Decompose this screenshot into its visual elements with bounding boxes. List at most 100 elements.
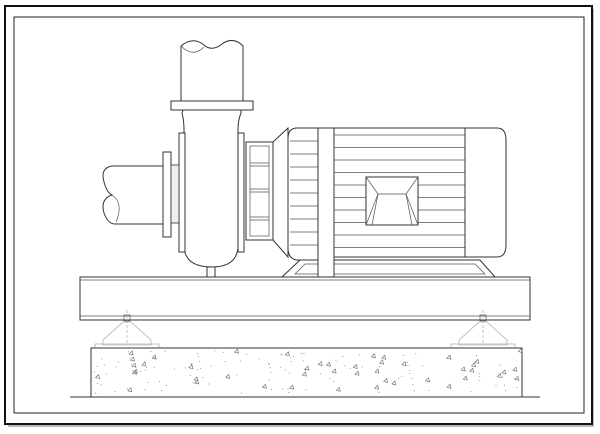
aggregate: [331, 368, 337, 374]
speck: [398, 377, 400, 379]
speck: [202, 376, 204, 378]
motor-front-fins: [290, 140, 318, 246]
speck: [210, 365, 212, 367]
aggregate: [301, 371, 307, 377]
aggregate: [424, 377, 430, 383]
speck: [401, 375, 403, 377]
speck: [268, 379, 270, 381]
aggregate: [193, 376, 199, 382]
speck: [165, 384, 167, 386]
aggregate: [317, 360, 323, 366]
volute-right-flange: [237, 132, 245, 253]
speck: [240, 360, 242, 362]
speck: [499, 364, 501, 366]
aggregate: [381, 354, 387, 360]
speck: [224, 360, 226, 362]
speck: [222, 351, 224, 353]
speck: [100, 384, 102, 386]
speck: [289, 372, 291, 374]
speck: [478, 380, 480, 382]
speck: [236, 374, 238, 376]
speck: [246, 353, 248, 355]
speck: [514, 377, 516, 379]
aggregate: [517, 348, 523, 354]
speck: [342, 356, 344, 358]
speck: [153, 366, 155, 368]
speck: [144, 369, 146, 371]
aggregate: [188, 364, 194, 370]
aggregate: [391, 380, 397, 386]
speck: [379, 365, 381, 367]
discharge-flange: [170, 100, 254, 111]
speck: [378, 391, 380, 393]
speck: [288, 392, 290, 394]
motor-adapter: [272, 126, 289, 259]
speck: [147, 381, 149, 383]
baseplate: [79, 276, 531, 321]
aggregate: [378, 359, 384, 365]
speck: [304, 369, 306, 371]
motor-band: [317, 127, 335, 278]
speck: [150, 351, 152, 353]
aggregate: [194, 379, 200, 385]
aggregate: [446, 383, 452, 389]
speck: [161, 390, 163, 392]
speck: [344, 365, 346, 367]
mount-cone: [458, 321, 508, 346]
speck: [103, 364, 105, 366]
speck: [505, 390, 507, 392]
speck: [131, 363, 133, 365]
speck: [195, 381, 197, 383]
speck: [164, 350, 166, 352]
speck: [415, 353, 417, 355]
aggregate: [470, 362, 476, 368]
speck: [190, 363, 192, 365]
aggregate: [325, 361, 331, 367]
speck: [184, 367, 186, 369]
speck: [406, 361, 408, 363]
suction-ring: [170, 164, 180, 224]
aggregate: [141, 361, 147, 367]
aggregate: [460, 366, 466, 372]
speck: [240, 392, 242, 394]
speck: [402, 354, 404, 356]
aggregate: [496, 373, 502, 379]
speck: [144, 389, 146, 391]
speck: [361, 366, 363, 368]
speck: [154, 356, 156, 358]
speck: [292, 355, 294, 357]
aggregate: [289, 384, 295, 390]
speck: [335, 359, 337, 361]
speck: [128, 351, 130, 353]
speck: [305, 389, 307, 391]
aggregate: [446, 354, 452, 360]
concrete-foundation: [90, 347, 523, 398]
discharge-pipe: [180, 40, 244, 102]
suction-pipe: [102, 165, 164, 225]
pump-volute: [181, 109, 242, 268]
speck: [198, 360, 200, 362]
speck: [349, 367, 351, 369]
aggregate: [128, 350, 134, 356]
aggregate: [501, 369, 507, 375]
speck: [301, 353, 303, 355]
aggregate: [354, 370, 360, 376]
speck: [516, 386, 518, 388]
speck: [428, 389, 430, 391]
aggregate: [151, 354, 157, 360]
speck: [421, 365, 423, 367]
speck: [290, 357, 292, 359]
speck: [411, 378, 413, 380]
speck: [126, 388, 128, 390]
aggregate: [401, 361, 407, 367]
speck: [280, 366, 282, 368]
speck: [268, 362, 270, 364]
aggregate: [233, 348, 239, 354]
aggregate: [284, 351, 290, 357]
motor-feet: [280, 259, 497, 278]
speck: [479, 376, 481, 378]
speck: [268, 363, 270, 365]
speck: [139, 371, 141, 373]
